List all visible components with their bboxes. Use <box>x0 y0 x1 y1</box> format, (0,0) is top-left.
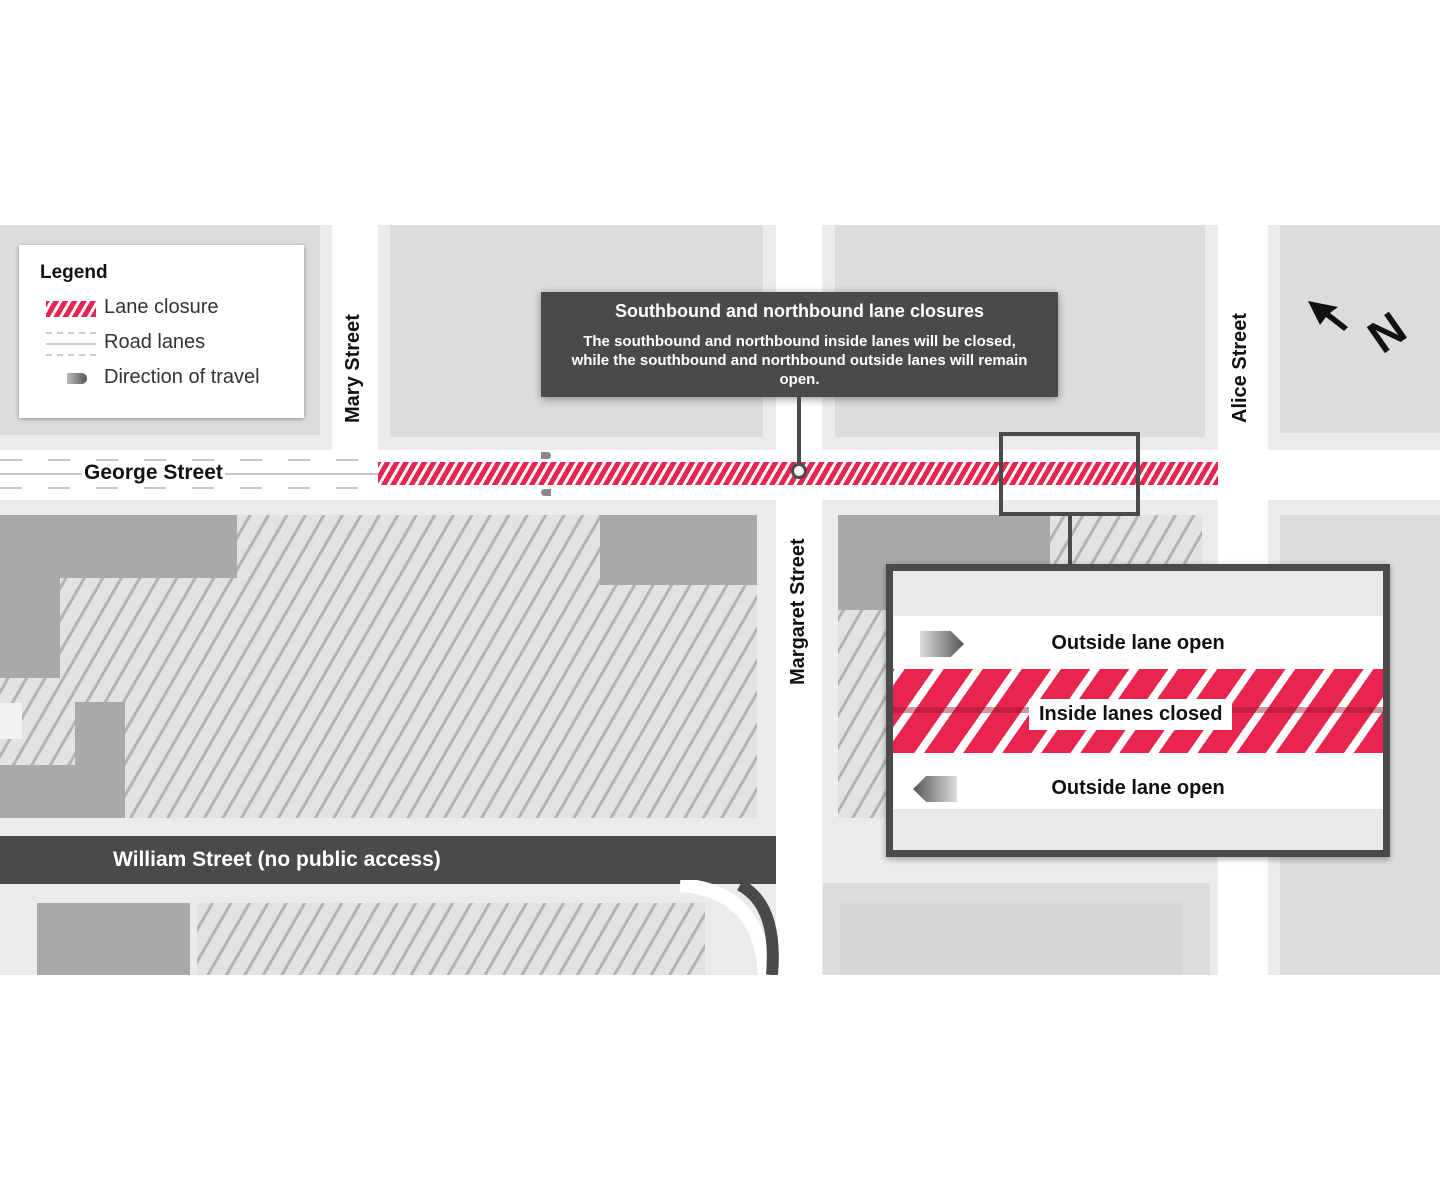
closed-lanes-label: Inside lanes closed <box>1029 699 1233 730</box>
legend: Legend Lane closure Road lanes Direction… <box>19 245 304 418</box>
top-lane-label: Outside lane open <box>1051 632 1225 654</box>
inset-source-box <box>999 432 1140 516</box>
mary-street-label: Mary Street <box>342 314 364 423</box>
legend-item-label: Road lanes <box>104 331 206 353</box>
lane-marking <box>0 459 378 461</box>
road-lanes-swatch-icon <box>46 332 96 356</box>
lane-detail-inset: Outside lane open Inside lanes closed Ou… <box>886 564 1390 857</box>
direction-arrow-icon <box>541 452 551 459</box>
compass-letter: N <box>1358 301 1415 363</box>
building <box>840 903 1183 975</box>
building <box>37 903 190 975</box>
building <box>0 765 125 818</box>
alice-street-label: Alice Street <box>1229 312 1251 423</box>
legend-item-label: Direction of travel <box>104 366 260 388</box>
william-street-label: William Street (no public access) <box>113 848 441 871</box>
outside-lane-top <box>893 616 1383 674</box>
bottom-lane-label: Outside lane open <box>1051 777 1225 799</box>
william-street-curve <box>679 880 779 975</box>
callout-body: The southbound and northbound inside lan… <box>571 333 1028 388</box>
outside-lane-bottom <box>893 751 1383 809</box>
callout-pin <box>791 463 807 479</box>
building <box>0 515 237 578</box>
construction-area <box>197 903 705 975</box>
lane-marking <box>0 487 378 489</box>
legend-title: Legend <box>40 262 108 283</box>
north-arrow-icon: N <box>1308 301 1415 363</box>
legend-item-label: Lane closure <box>104 296 219 318</box>
mary-street-road <box>332 225 378 455</box>
building <box>0 703 22 739</box>
inset-leader-line <box>1068 516 1072 566</box>
building <box>0 578 60 678</box>
george-street-label: George Street <box>82 461 225 485</box>
block <box>1280 225 1440 433</box>
margaret-street-label: Margaret Street <box>787 538 810 685</box>
direction-arrow-icon <box>67 373 87 384</box>
callout-leader-line <box>797 397 801 467</box>
william-street-road <box>0 836 776 884</box>
lane-closure-swatch-icon <box>46 301 96 317</box>
building <box>600 515 757 585</box>
direction-arrow-icon <box>541 489 551 496</box>
callout-title: Southbound and northbound lane closures <box>615 301 984 321</box>
closure-callout: Southbound and northbound lane closures … <box>541 292 1058 397</box>
